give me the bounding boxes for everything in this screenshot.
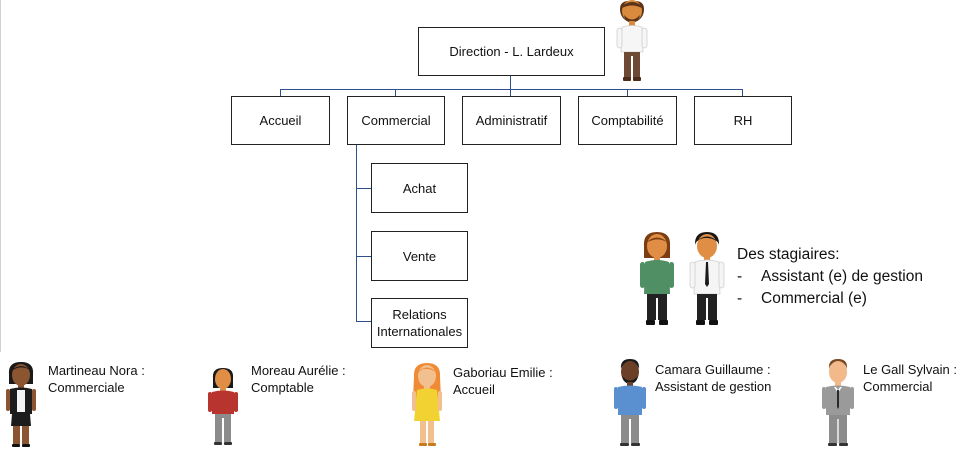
person-role: Commerciale [48,380,125,395]
connector-direction-down [510,76,511,90]
connector-comptabilite [627,89,628,96]
person-name: Camara Guillaume : [655,362,771,377]
connector-commercial [395,89,396,96]
interns-legend: Des stagiaires: - Assistant (e) de gestio… [737,244,923,310]
person-caption: Camara Guillaume : Assistant de gestion [655,361,771,395]
person-role: Commercial [863,379,933,394]
sub-achat-box: Achat [371,163,468,213]
interns-bullet: - [737,268,743,285]
person-role: Comptable [251,380,314,395]
interns-bullet: - [737,290,743,307]
person-role: Accueil [453,382,495,397]
person-name: Le Gall Sylvain : [863,362,957,377]
connector-vente [356,256,371,257]
person-caption: Moreau Aurélie : Comptable [251,362,346,396]
dept-rh-box: RH [694,96,792,145]
intern-item: Commercial (e) [761,290,867,307]
connector-achat [356,188,371,189]
person-avatar-icon [6,362,36,447]
connector-accueil [280,89,281,96]
person-avatar-icon [412,363,442,446]
connector-commercial-trunk [356,145,357,322]
dept-commercial-box: Commercial [347,96,445,145]
dept-administratif-box: Administratif [462,96,561,145]
connector-administratif [510,89,511,96]
intern-male-avatar-icon [689,232,725,325]
direction-box: Direction - L. Lardeux [418,27,605,76]
person-name: Moreau Aurélie : [251,363,346,378]
dept-comptabilite-box: Comptabilité [578,96,677,145]
person-name: Martineau Nora : [48,363,145,378]
person-caption: Martineau Nora : Commerciale [48,362,145,396]
interns-title: Des stagiaires: [737,246,840,263]
intern-female-avatar-icon [640,232,674,325]
sub-relations-box: Relations Internationales [371,298,468,348]
intern-item: Assistant (e) de gestion [761,268,923,285]
connector-rh [742,89,743,96]
connector-relations [356,321,371,322]
person-caption: Gaboriau Emilie : Accueil [453,364,553,398]
left-divider [0,0,1,352]
person-avatar-icon [208,368,238,445]
person-avatar-icon [822,359,854,446]
dept-accueil-box: Accueil [231,96,330,145]
connector-departments-bus [280,89,743,90]
director-avatar-icon [616,0,648,81]
person-avatar-icon [614,359,646,446]
person-name: Gaboriau Emilie : [453,365,553,380]
person-role: Assistant de gestion [655,379,772,394]
person-caption: Le Gall Sylvain : Commercial [863,361,957,395]
sub-vente-box: Vente [371,231,468,281]
